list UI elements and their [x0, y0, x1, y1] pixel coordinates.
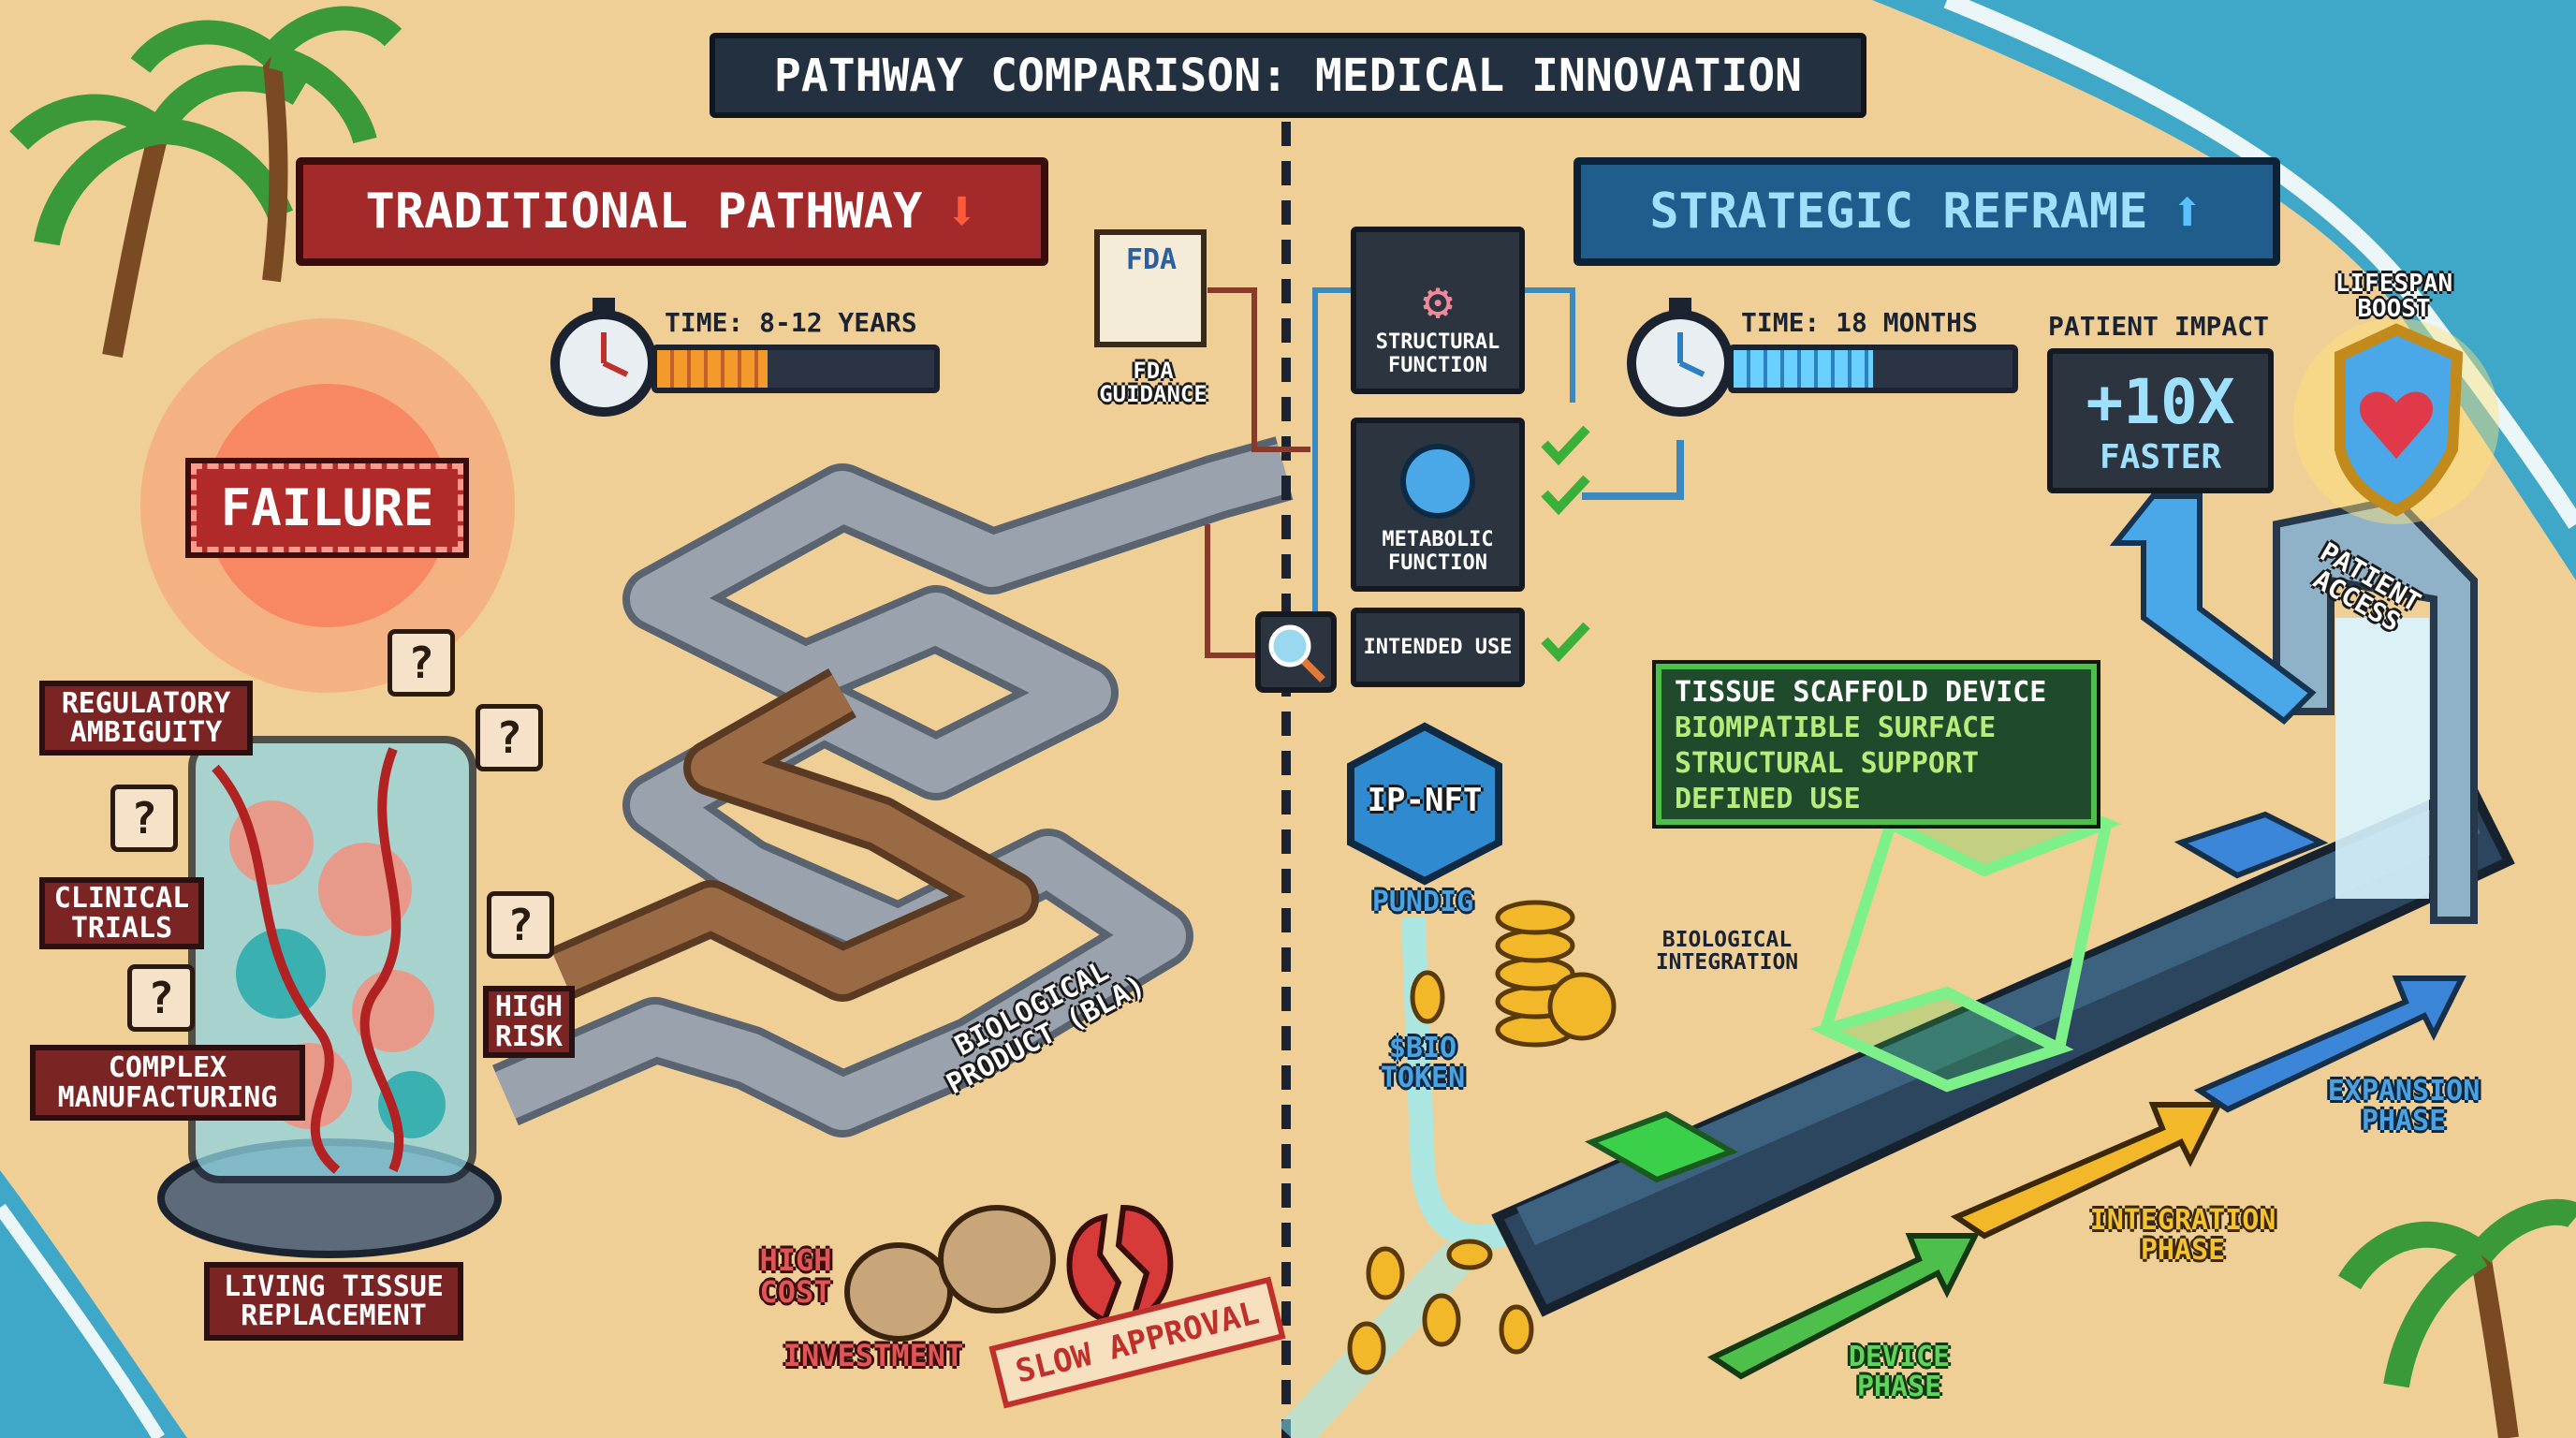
stopwatch-icon	[1627, 298, 1734, 417]
patient-impact-label: PATIENT IMPACT	[2047, 311, 2269, 342]
label-complex-manufacturing: COMPLEX MANUFACTURING	[30, 1045, 305, 1121]
traditional-banner-text: TRADITIONAL PATHWAY	[365, 183, 923, 240]
tissue-jar	[157, 736, 502, 1258]
label-clinical-trials: CLINICAL TRIALS	[39, 877, 204, 949]
impact-box: +10X FASTER	[2047, 348, 2274, 493]
reframe-time-label: TIME: 18 MONTHS	[1741, 307, 1978, 338]
scaffold-cube	[1809, 780, 2122, 1093]
reframe-time-bar	[1728, 345, 2018, 393]
brain-gear-icon: ⚙	[1422, 271, 1454, 330]
ipnft-hexagon	[1347, 722, 1502, 886]
bio-token-label: $BIO TOKEN	[1380, 1032, 1466, 1094]
expansion-phase-label: EXPANSION PHASE	[2327, 1075, 2481, 1137]
impact-value: +10X	[2086, 365, 2235, 438]
integration-phase-arrow	[1950, 1102, 2223, 1240]
scaffold-info-box: TISSUE SCAFFOLD DEVICE BIOMPATIBLE SURFA…	[1652, 660, 2100, 829]
label-regulatory-ambiguity: REGULATORY AMBIGUITY	[39, 681, 253, 756]
search-icon	[1255, 611, 1337, 693]
cell-icon	[1400, 444, 1475, 519]
reframe-time-fill	[1734, 350, 1873, 388]
label-investment: INVESTMENT	[783, 1338, 964, 1373]
arrow-down-icon: ⬇	[944, 179, 979, 244]
pundig-label: PUNDIG	[1371, 886, 1474, 918]
blue-platform	[2174, 811, 2329, 879]
metabolic-function-label: METABOLIC FUNCTION	[1382, 528, 1494, 575]
structural-function-box: ⚙ STRUCTURAL FUNCTION	[1351, 227, 1525, 394]
title-text: PATHWAY COMPARISON: MEDICAL INNOVATION	[773, 49, 1803, 102]
arrow-up-icon: ⬆	[2170, 179, 2204, 244]
reframe-banner-text: STRATEGIC REFRAME	[1649, 183, 2148, 240]
device-phase-label: DEVICE PHASE	[1848, 1341, 1951, 1403]
question-mark-icon: ?	[476, 704, 543, 771]
intended-use-box: INTENDED USE	[1351, 608, 1525, 687]
ocean-bottom-left	[0, 1170, 187, 1438]
strategic-reframe-banner: STRATEGIC REFRAME ⬆	[1573, 157, 2280, 266]
fda-scroll-icon	[1094, 229, 1207, 347]
lifespan-shield-icon	[2293, 318, 2499, 524]
scaffold-item: STRUCTURAL SUPPORT	[1675, 747, 1980, 780]
integration-phase-label: INTEGRATION PHASE	[2089, 1204, 2276, 1267]
expansion-phase-arrow	[2193, 976, 2466, 1113]
fda-logo: FDA	[1125, 243, 1178, 276]
stopwatch-icon	[550, 298, 657, 417]
ipnft-label: IP-NFT	[1367, 782, 1483, 819]
palm-tree-icon	[2338, 1198, 2576, 1438]
label-high-risk: HIGH RISK	[483, 986, 575, 1058]
label-high-cost: HIGH COST	[759, 1242, 832, 1310]
metabolic-function-box: METABOLIC FUNCTION	[1351, 418, 1525, 592]
impact-sub: FASTER	[2099, 437, 2222, 477]
traditional-pathway-banner: TRADITIONAL PATHWAY ⬇	[296, 157, 1048, 266]
biological-integration-label: BIOLOGICAL INTEGRATION	[1655, 928, 1799, 976]
label-living-tissue-replacement: LIVING TISSUE REPLACEMENT	[204, 1262, 463, 1341]
lifespan-boost-label: LIFESPAN BOOST	[2334, 270, 2453, 324]
ocean-top-right	[1872, 0, 2576, 580]
broken-heart-icon	[1066, 1204, 1174, 1325]
traditional-time-fill	[657, 350, 768, 388]
question-mark-icon: ?	[110, 785, 178, 852]
scaffold-item: DEFINED USE	[1675, 783, 1861, 815]
palm-tree-icon	[9, 6, 402, 359]
device-platform	[1584, 1110, 1739, 1183]
pipe-maze	[491, 436, 1294, 1137]
page-title: PATHWAY COMPARISON: MEDICAL INNOVATION	[710, 33, 1866, 118]
scaffold-title: TISSUE SCAFFOLD DEVICE	[1675, 676, 2047, 709]
check-icon	[1541, 425, 1590, 663]
impact-arrow	[2109, 493, 2317, 725]
money-bag-icon	[844, 1205, 1056, 1342]
structural-function-label: STRUCTURAL FUNCTION	[1375, 330, 1500, 377]
failure-badge: FAILURE	[185, 458, 469, 558]
traditional-time-bar	[651, 345, 940, 393]
question-mark-icon: ?	[127, 964, 195, 1032]
question-mark-icon: ?	[388, 629, 455, 697]
patient-access-gate	[2273, 495, 2478, 924]
intended-use-label: INTENDED USE	[1363, 636, 1513, 659]
device-phase-arrow	[1706, 1233, 1980, 1380]
scaffold-item: BIOMPATIBLE SURFACE	[1675, 712, 1997, 744]
traditional-time-label: TIME: 8-12 YEARS	[665, 307, 917, 338]
coin-stack-icon	[1347, 900, 1617, 1375]
question-mark-icon: ?	[487, 891, 554, 959]
fda-guidance-label: FDA GUIDANCE	[1099, 358, 1208, 408]
